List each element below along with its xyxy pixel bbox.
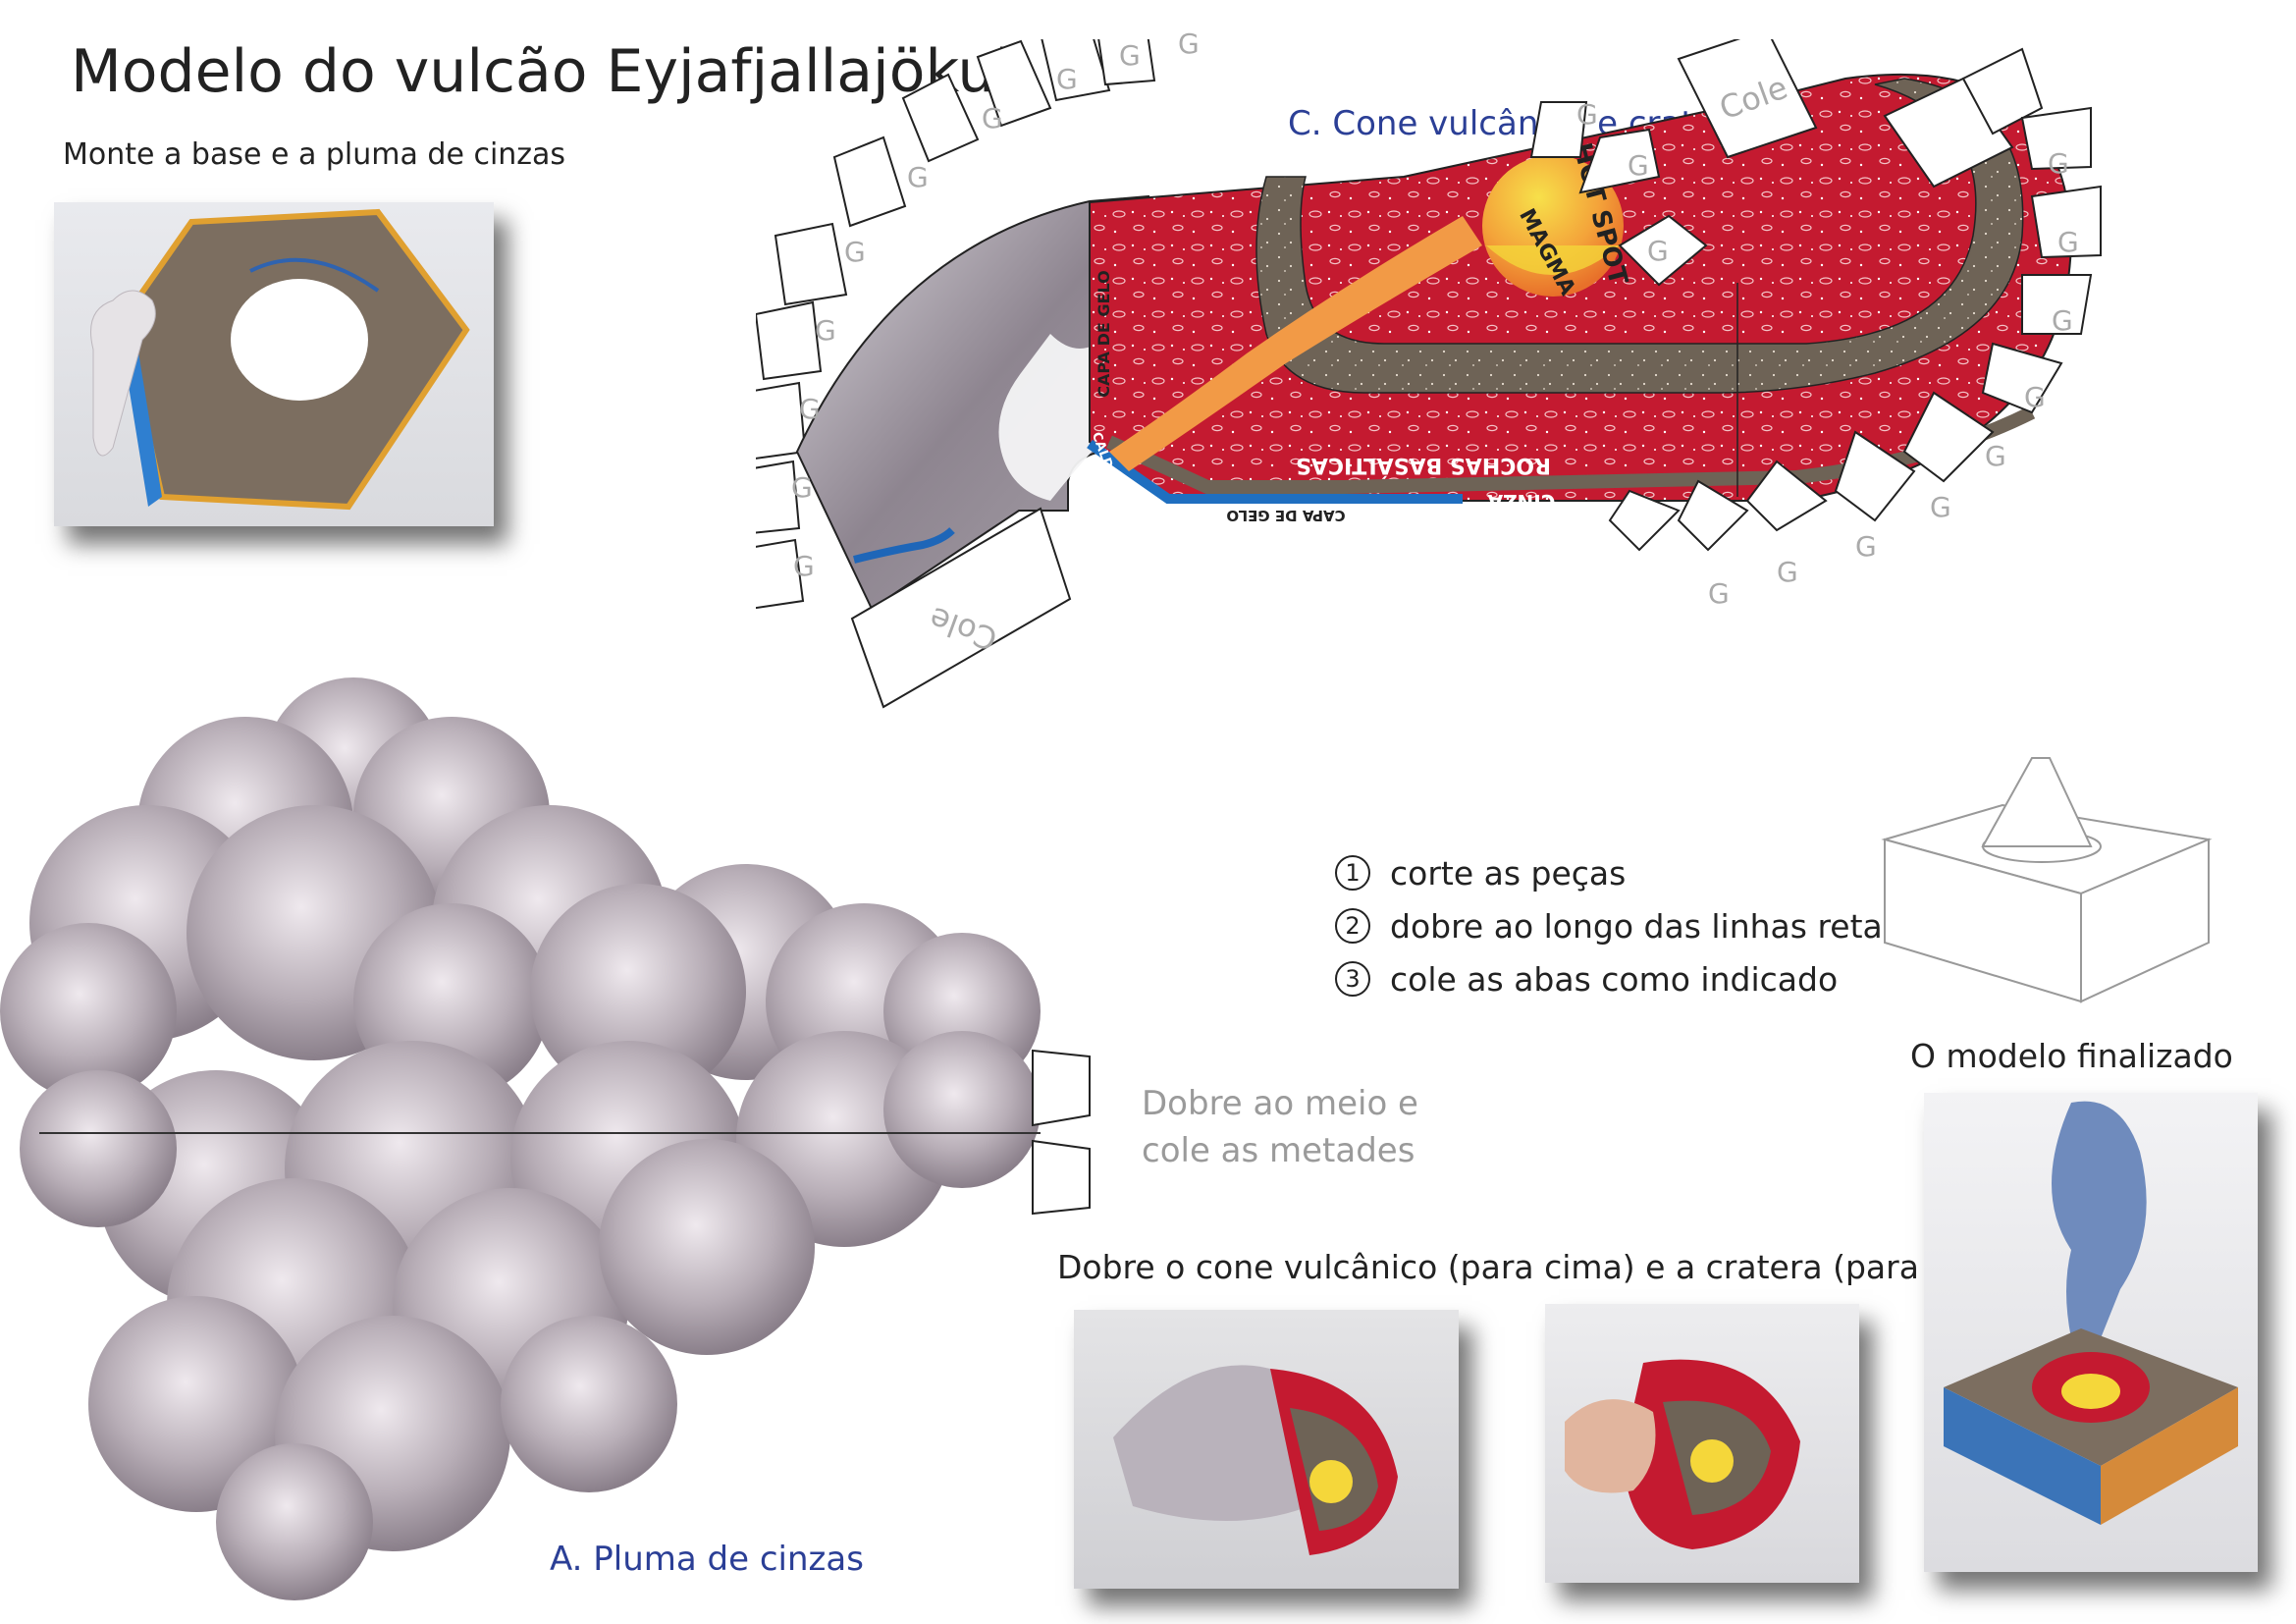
- cinza-label: CINZA: [1487, 490, 1555, 514]
- finished-model-photo: [1924, 1093, 2258, 1572]
- fold-step-photo-1: [1074, 1310, 1459, 1589]
- glue-tab-label: G: [1119, 39, 1141, 72]
- glue-tab-label: G: [1576, 98, 1598, 131]
- glue-tab-label: G: [1985, 440, 2006, 472]
- glue-tab-label: G: [844, 236, 866, 268]
- plume-fold-line1: Dobre ao meio e: [1142, 1084, 1418, 1123]
- step-number: 2: [1335, 908, 1370, 944]
- glue-tab-label: G: [1056, 63, 1078, 95]
- step-3: 3 cole as abas como indicado: [1335, 952, 1899, 1005]
- glue-tab-label: G: [1855, 530, 1877, 563]
- capa-de-gelo-label: CAPA DE GELO: [1095, 270, 1113, 397]
- cone-fold-instruction: Dobre o cone vulcânico (para cima) e a c…: [1057, 1248, 2030, 1286]
- cone-cole-tab: [850, 507, 1072, 709]
- step-2: 2 dobre ao longo das linhas retas: [1335, 899, 1899, 952]
- ash-plume: [0, 677, 1091, 1600]
- glue-tab-label: G: [1178, 27, 1200, 60]
- step-1: 1 corte as peças: [1335, 846, 1899, 899]
- rochas-basalticas-label: ROCHAS BASÁLTICAS: [1296, 453, 1551, 478]
- page-title: Modelo do vulcão Eyjafjallajökull: [71, 37, 1028, 106]
- glue-tab-label: G: [2052, 304, 2073, 337]
- glue-tab-label: G: [1647, 235, 1669, 267]
- glue-tab-label: G: [2057, 226, 2079, 258]
- capa-de-gelo-label-2: CAPA DE GELO: [1226, 507, 1345, 524]
- cone-glue-tabs: [756, 39, 1156, 610]
- glue-tab-label: G: [1628, 149, 1649, 182]
- step-text: corte as peças: [1390, 853, 1627, 893]
- glue-tab-label: G: [791, 471, 813, 504]
- finished-model-diagram: [1881, 757, 2213, 1003]
- step-text: dobre ao longo das linhas retas: [1390, 906, 1899, 946]
- plume-fold-instruction: Dobre ao meio e cole as metades: [1142, 1080, 1418, 1174]
- crater-cole-tab: [1677, 39, 1818, 159]
- glue-tab-label: G: [799, 393, 821, 425]
- assembly-steps: 1 corte as peças 2 dobre ao longo das li…: [1335, 846, 1899, 1005]
- glue-tab-label: G: [1930, 491, 1951, 523]
- step-text: cole as abas como indicado: [1390, 959, 1839, 999]
- glue-tab-label: G: [815, 314, 836, 347]
- glue-tab-label: G: [1777, 556, 1798, 588]
- base-assembly-photo: [54, 202, 494, 526]
- fold-step-photo-2: [1545, 1304, 1859, 1583]
- step-number: 1: [1335, 855, 1370, 891]
- base-instruction: Monte a base e a pluma de cinzas: [63, 137, 566, 172]
- finished-model-label: O modelo finalizado: [1910, 1037, 2233, 1075]
- glue-tab-label: G: [982, 102, 1003, 135]
- glue-tab-label: G: [793, 550, 815, 582]
- plume-fold-line2: cole as metades: [1142, 1131, 1415, 1170]
- glue-tab-label: G: [1708, 577, 1730, 610]
- glue-tab-label: G: [2048, 147, 2069, 180]
- section-a-title: A. Pluma de cinzas: [550, 1540, 864, 1579]
- glue-tab-label: G: [907, 161, 929, 193]
- ice-line-cone: [853, 527, 955, 564]
- glue-tab-label: G: [2024, 381, 2046, 413]
- step-number: 3: [1335, 961, 1370, 997]
- cone-crater-template: Cole HOT SPOT MAGMA ROCHAS BASÁLTICAS CI…: [756, 39, 2102, 709]
